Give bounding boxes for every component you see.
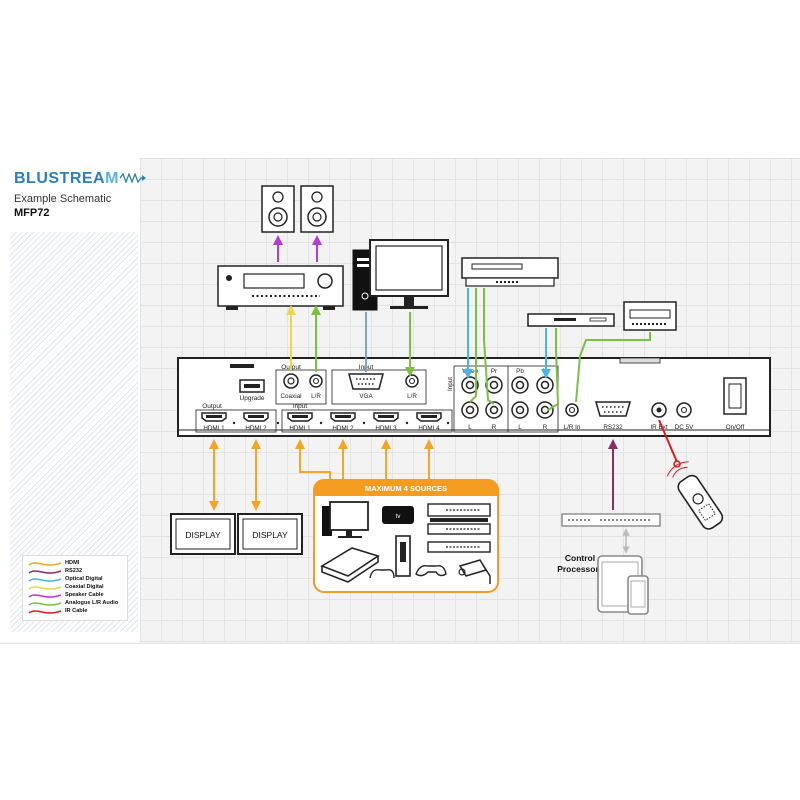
onoff-label: On/Off bbox=[726, 424, 745, 431]
legend-label-speaker: Speaker Cable bbox=[65, 592, 104, 598]
pb-label: Pb bbox=[516, 368, 524, 375]
legend-swatch-ir bbox=[28, 610, 62, 614]
hdmi-output-group-label: Output bbox=[202, 403, 222, 410]
dvd-player-icon bbox=[527, 313, 615, 327]
hdmi-in-2-port-icon bbox=[330, 412, 356, 422]
speaker-right-icon bbox=[300, 185, 334, 233]
hdmi-in-2-label: HDMI 2 bbox=[332, 425, 354, 432]
model-title: MFP72 bbox=[14, 207, 50, 219]
hdmi-input-group bbox=[281, 409, 453, 433]
hdmi-out-2-label: HDMI 2 bbox=[245, 425, 267, 432]
legend-swatch-hdmi bbox=[28, 562, 62, 566]
legend-label-analogue: Analogue L/R Audio bbox=[65, 600, 119, 606]
pc-monitor-icon bbox=[369, 239, 449, 309]
subtitle: Example Schematic bbox=[14, 193, 112, 205]
legend-swatch-coaxial bbox=[28, 586, 62, 590]
svg-text:tv: tv bbox=[396, 514, 401, 520]
brand-logo: BLUSTREAM bbox=[14, 170, 146, 188]
hdmi-input-group-label: Input bbox=[293, 403, 308, 410]
lr-in-label: L/R In bbox=[564, 424, 581, 431]
display-2-label: DISPLAY bbox=[252, 530, 288, 540]
display-2-icon bbox=[237, 513, 303, 555]
speaker-left-icon bbox=[261, 185, 295, 233]
hdmi-in-4-port-icon bbox=[416, 412, 442, 422]
hdmi-in-1-cable bbox=[295, 439, 331, 480]
legend-swatch-optical bbox=[28, 578, 62, 582]
set-top-audio-l-cable bbox=[469, 288, 477, 403]
hdmi-out-2-port-icon bbox=[243, 412, 269, 422]
lr-in-label-top: L/R bbox=[407, 393, 417, 400]
display-1-icon bbox=[170, 513, 236, 555]
display-1-label: DISPLAY bbox=[185, 530, 221, 540]
ir-remote-icon bbox=[666, 461, 724, 530]
ir-ext-label: IR Ext bbox=[650, 424, 667, 431]
hdmi-in-3-label: HDMI 3 bbox=[375, 425, 397, 432]
stb-stack-icon bbox=[427, 503, 491, 553]
legend-swatch-rs232 bbox=[28, 570, 62, 574]
legend-label-hdmi: HDMI bbox=[65, 560, 80, 566]
coaxial-label: Coaxial bbox=[281, 393, 302, 400]
hdmi-in-3-port-icon bbox=[373, 412, 399, 422]
pc-source-icon bbox=[322, 501, 369, 538]
vga-label: VGA bbox=[359, 393, 373, 400]
lr-output-port-icon bbox=[309, 374, 323, 388]
side-input-label: Input bbox=[447, 377, 454, 391]
rs232-label: RS232 bbox=[603, 424, 623, 431]
control-processor-icon bbox=[561, 513, 661, 527]
hdmi-out-1-port-icon bbox=[201, 412, 227, 422]
vga-input-group bbox=[331, 369, 427, 405]
ir-cable bbox=[658, 419, 678, 463]
upgrade-label: Upgrade bbox=[240, 395, 265, 402]
phone-icon bbox=[627, 575, 649, 615]
control-processor-label-2: Processor bbox=[557, 564, 599, 574]
set-top-audio-r-cable bbox=[483, 288, 495, 405]
hdmi-in-4-label: HDMI 4 bbox=[418, 425, 440, 432]
dvd-audio-cable bbox=[547, 328, 560, 411]
power-switch-icon bbox=[723, 377, 747, 415]
wave-icon bbox=[119, 172, 146, 184]
hdmi-output-group bbox=[195, 409, 277, 433]
apple-tv-icon: tv bbox=[382, 506, 414, 524]
hdmi-in-1-label: HDMI 1 bbox=[289, 425, 311, 432]
cctv-camera-icon bbox=[458, 559, 491, 584]
sources-box-title: MAXIMUM 4 SOURCES bbox=[365, 484, 447, 493]
ir-ext-port-icon bbox=[651, 402, 667, 418]
pr-label: Pr bbox=[491, 368, 497, 375]
xbox-icon bbox=[395, 535, 411, 577]
legend-swatches bbox=[28, 562, 62, 614]
l2-label: L bbox=[518, 424, 522, 431]
legend-label-coaxial: Coaxial Digital bbox=[65, 584, 104, 590]
cd-player-icon bbox=[623, 301, 677, 331]
legend-label-optical: Optical Digital bbox=[65, 576, 103, 582]
lr-out-label: L/R bbox=[311, 393, 321, 400]
av-receiver-icon bbox=[217, 265, 344, 310]
gamepad-icon bbox=[369, 564, 447, 579]
set-top-box-icon bbox=[461, 257, 559, 287]
legend-swatch-analogue bbox=[28, 602, 62, 606]
cd-audio-cable bbox=[575, 332, 651, 403]
mfp72-rear-panel bbox=[177, 357, 771, 437]
control-processor-label-1: Control bbox=[565, 553, 595, 563]
hdmi-in-1-port-icon bbox=[287, 412, 313, 422]
l1-label: L bbox=[468, 424, 472, 431]
vga-port-icon bbox=[348, 373, 384, 390]
cable-legend: HDMI RS232 Optical Digital Coaxial Digit… bbox=[22, 555, 128, 621]
game-console-icon bbox=[320, 547, 380, 583]
audio-output-group bbox=[275, 369, 327, 405]
coaxial-port-icon bbox=[283, 373, 299, 389]
legend-label-rs232: RS232 bbox=[65, 568, 83, 574]
legend-label-ir: IR Cable bbox=[65, 608, 88, 614]
upgrade-port-icon bbox=[239, 379, 265, 393]
rs232-port-icon bbox=[595, 401, 631, 417]
r2-label: R bbox=[543, 424, 548, 431]
lr-in-jack-icon bbox=[565, 403, 579, 417]
legend-swatch-speaker bbox=[28, 594, 62, 598]
r1-label: R bbox=[492, 424, 497, 431]
hdmi-out-1-label: HDMI 1 bbox=[203, 425, 225, 432]
dc-port-icon bbox=[676, 402, 692, 418]
dc-label: DC 5V bbox=[675, 424, 694, 431]
